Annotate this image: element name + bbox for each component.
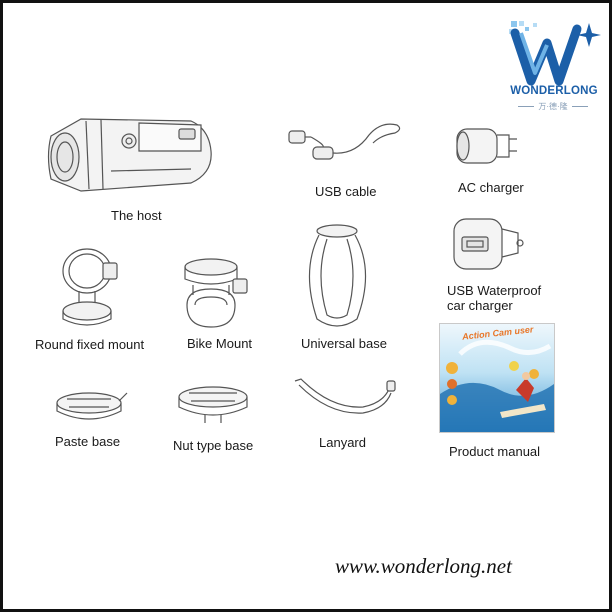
label-lanyard: Lanyard (319, 435, 366, 450)
label-car-charger-line2: car charger (447, 298, 513, 313)
label-host: The host (111, 208, 162, 223)
brand-name: WONDERLONG (510, 85, 598, 97)
label-nut-base: Nut type base (173, 438, 254, 453)
manual-cover-art (440, 339, 554, 432)
label-paste-base: Paste base (55, 434, 121, 449)
universal-base-illustration (299, 221, 379, 331)
usb-cable-illustration (285, 115, 405, 170)
host-camera-illustration (41, 111, 221, 201)
lanyard-illustration (291, 375, 401, 423)
brand-chinese-name: 万·德·隆 (503, 101, 603, 112)
round-mount-illustration (49, 241, 129, 333)
car-charger-illustration (448, 211, 528, 276)
label-car-charger-line1: USB Waterproof (447, 283, 542, 298)
label-usb-cable: USB cable (315, 184, 377, 199)
label-universal-base: Universal base (301, 336, 387, 351)
ac-charger-illustration (451, 121, 526, 171)
paste-base-illustration (53, 387, 133, 429)
product-manual-cover: Action Cam user (439, 323, 555, 433)
nut-base-illustration (175, 383, 257, 429)
website-url[interactable]: www.wonderlong.net (335, 554, 512, 578)
label-ac-charger: AC charger (458, 180, 524, 195)
label-round-mount: Round fixed mount (35, 337, 145, 352)
label-bike-mount: Bike Mount (187, 336, 253, 351)
wonderlong-logo (503, 15, 603, 115)
label-product-manual: Product manual (449, 444, 541, 459)
bike-mount-illustration (177, 255, 257, 333)
